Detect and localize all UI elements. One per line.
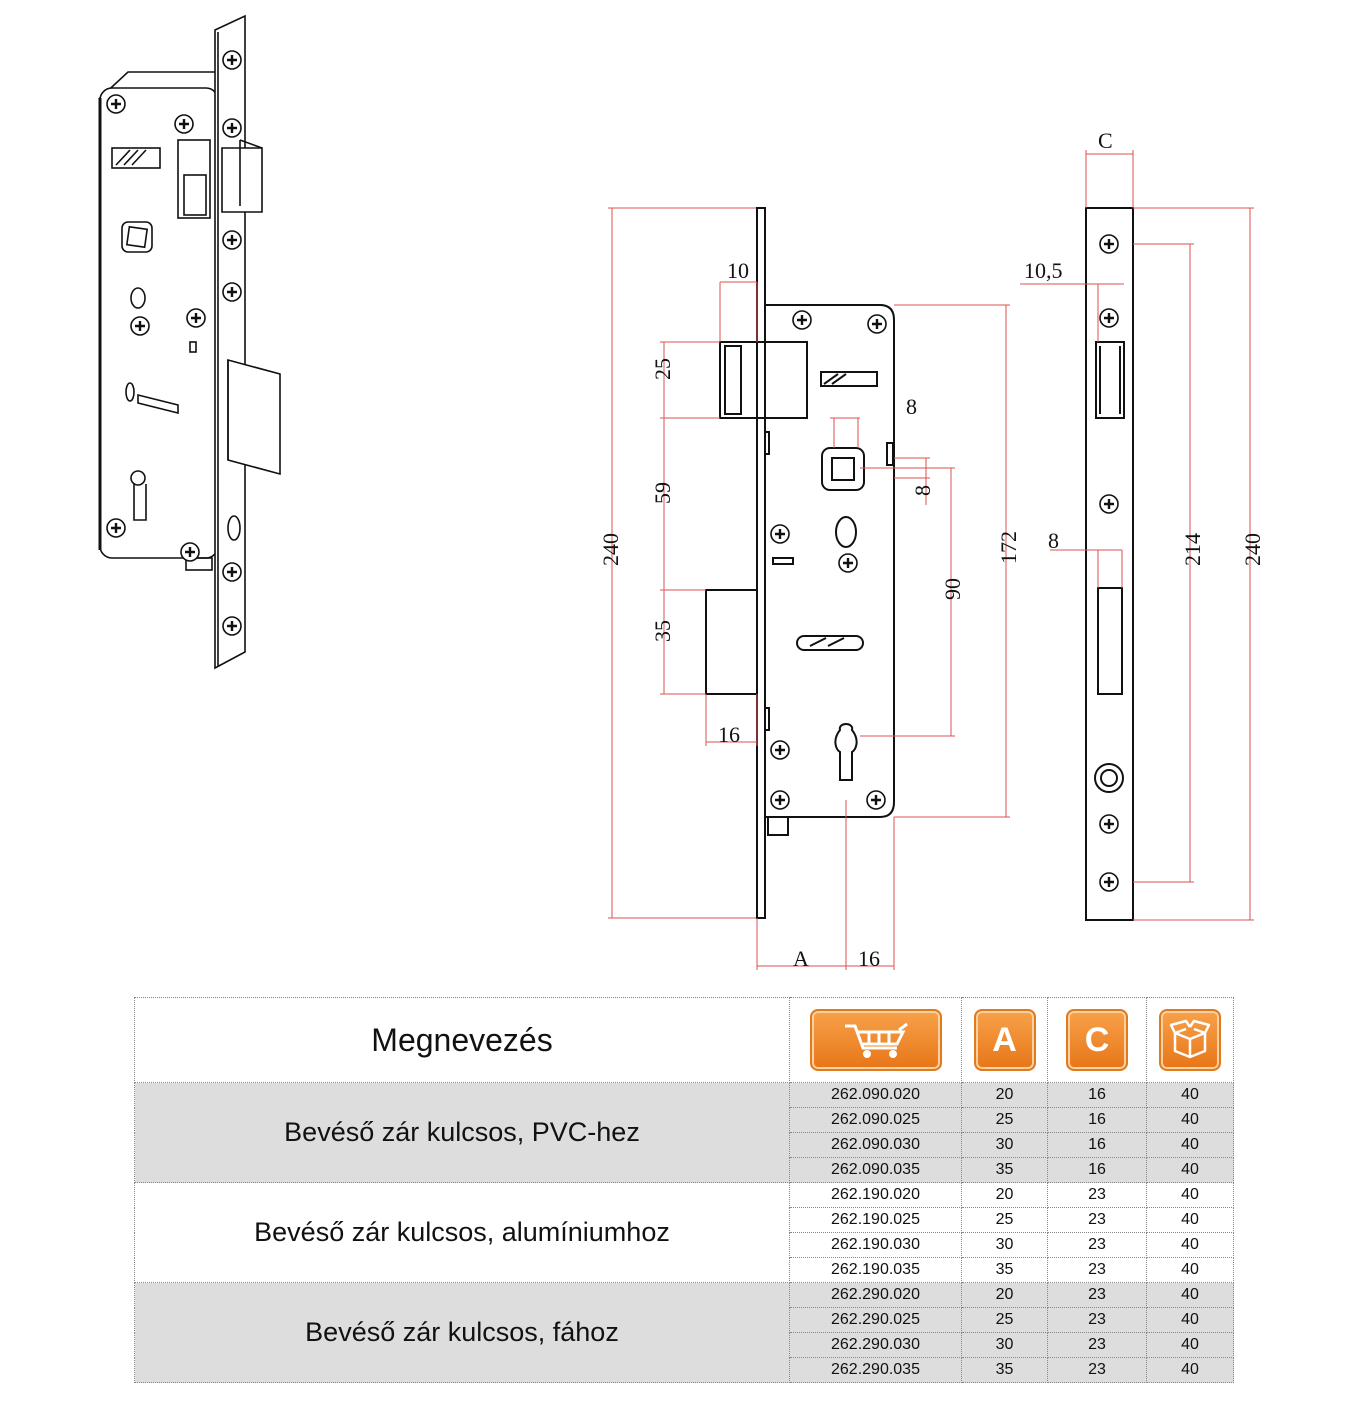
cell-code: 262.090.020 — [789, 1082, 962, 1108]
table-row: 262.090.025 25 16 40 — [135, 1107, 1234, 1133]
cell-a: 20 — [961, 1182, 1048, 1208]
shopping-cart-icon — [809, 1009, 942, 1071]
cell-qty: 40 — [1146, 1132, 1234, 1158]
isometric-lock-view — [97, 14, 281, 670]
front-dimension-labels: 10 25 59 35 16 240 8 8 90 172 A 16 — [598, 258, 1021, 971]
cell-code: 262.190.035 — [789, 1257, 962, 1283]
cell-qty: 40 — [1146, 1282, 1234, 1308]
cell-c: 23 — [1047, 1232, 1147, 1258]
cell-c: 16 — [1047, 1107, 1147, 1133]
side-dimension-lines — [1020, 150, 1254, 921]
cell-a: 30 — [961, 1332, 1048, 1358]
cell-code: 262.290.035 — [789, 1357, 962, 1383]
cell-code: 262.190.025 — [789, 1207, 962, 1233]
svg-text:172: 172 — [996, 531, 1021, 564]
svg-text:10: 10 — [727, 258, 749, 283]
cell-qty: 40 — [1146, 1257, 1234, 1283]
cell-c: 16 — [1047, 1082, 1147, 1108]
side-dimension-labels: C 10,5 8 214 240 — [1024, 128, 1265, 566]
svg-text:59: 59 — [650, 482, 675, 504]
cell-a: 30 — [961, 1132, 1048, 1158]
cell-c: 23 — [1047, 1357, 1147, 1383]
table-row: 262.090.030 30 16 40 — [135, 1132, 1234, 1158]
cell-c: 16 — [1047, 1132, 1147, 1158]
cell-c: 23 — [1047, 1307, 1147, 1333]
cell-a: 30 — [961, 1232, 1048, 1258]
cell-code: 262.290.025 — [789, 1307, 962, 1333]
product-table: Megnevezés A — [134, 997, 1234, 1383]
box-icon — [1159, 1009, 1221, 1071]
svg-text:25: 25 — [650, 358, 675, 380]
cell-code: 262.290.020 — [789, 1282, 962, 1308]
header-a-badge: A — [973, 1009, 1036, 1071]
cell-qty: 40 — [1146, 1107, 1234, 1133]
technical-drawing: 10 25 59 35 16 240 8 8 90 172 A 16 C 10,… — [97, 14, 1265, 971]
svg-text:8: 8 — [1048, 528, 1059, 553]
svg-text:16: 16 — [718, 722, 740, 747]
svg-text:90: 90 — [940, 578, 965, 600]
header-c-badge: C — [1066, 1009, 1128, 1071]
table-row: Bevéső zár kulcsos, alumíniumhoz 262.190… — [134, 1182, 1234, 1283]
table-row: 262.190.035 35 23 40 — [135, 1257, 1234, 1283]
svg-text:8: 8 — [910, 485, 935, 496]
cell-qty: 40 — [1146, 1357, 1234, 1383]
svg-text:8: 8 — [906, 394, 917, 419]
header-qty — [1146, 997, 1234, 1083]
cell-code: 262.090.025 — [789, 1107, 962, 1133]
table-row: Bevéső zár kulcsos, fához 262.290.020 20… — [134, 1282, 1234, 1383]
group-name: Bevéső zár kulcsos, PVC-hez — [134, 1082, 790, 1183]
cell-a: 20 — [961, 1082, 1048, 1108]
front-lock-view — [705, 207, 895, 919]
table-header-row: Megnevezés A — [134, 997, 1234, 1083]
cell-c: 23 — [1047, 1182, 1147, 1208]
table-row: 262.290.030 30 23 40 — [135, 1332, 1234, 1358]
cell-qty: 40 — [1146, 1207, 1234, 1233]
header-code — [789, 997, 962, 1083]
cell-a: 25 — [961, 1207, 1048, 1233]
cell-a: 20 — [961, 1282, 1048, 1308]
cell-a: 25 — [961, 1307, 1048, 1333]
svg-text:35: 35 — [650, 620, 675, 642]
svg-text:240: 240 — [598, 533, 623, 566]
cell-code: 262.090.035 — [789, 1157, 962, 1183]
table-row: 262.190.025 25 23 40 — [135, 1207, 1234, 1233]
group-name: Bevéső zár kulcsos, alumíniumhoz — [134, 1182, 790, 1283]
front-dimension-lines — [608, 207, 1010, 970]
header-name: Megnevezés — [134, 997, 790, 1083]
cell-c: 23 — [1047, 1332, 1147, 1358]
cell-code: 262.190.020 — [789, 1182, 962, 1208]
cell-c: 23 — [1047, 1257, 1147, 1283]
svg-text:214: 214 — [1180, 533, 1205, 566]
svg-text:A: A — [793, 946, 809, 971]
cell-a: 35 — [961, 1257, 1048, 1283]
table-row: Bevéső zár kulcsos, PVC-hez 262.090.020 … — [134, 1082, 1234, 1183]
cell-code: 262.090.030 — [789, 1132, 962, 1158]
cell-code: 262.290.030 — [789, 1332, 962, 1358]
cell-c: 23 — [1047, 1282, 1147, 1308]
cell-code: 262.190.030 — [789, 1232, 962, 1258]
cell-a: 35 — [961, 1357, 1048, 1383]
table-row: 262.090.035 35 16 40 — [135, 1157, 1234, 1183]
cell-a: 35 — [961, 1157, 1048, 1183]
cell-qty: 40 — [1146, 1182, 1234, 1208]
cell-qty: 40 — [1146, 1082, 1234, 1108]
header-c: C — [1047, 997, 1147, 1083]
cell-qty: 40 — [1146, 1232, 1234, 1258]
header-a: A — [961, 997, 1048, 1083]
cell-qty: 40 — [1146, 1307, 1234, 1333]
svg-text:16: 16 — [858, 946, 880, 971]
svg-text:10,5: 10,5 — [1024, 258, 1063, 283]
svg-text:C: C — [1098, 128, 1113, 153]
cell-c: 23 — [1047, 1207, 1147, 1233]
cell-qty: 40 — [1146, 1332, 1234, 1358]
cell-c: 16 — [1047, 1157, 1147, 1183]
cell-a: 25 — [961, 1107, 1048, 1133]
cell-qty: 40 — [1146, 1157, 1234, 1183]
svg-text:240: 240 — [1240, 533, 1265, 566]
group-name: Bevéső zár kulcsos, fához — [134, 1282, 790, 1383]
table-row: 262.290.025 25 23 40 — [135, 1307, 1234, 1333]
table-row: 262.290.035 35 23 40 — [135, 1357, 1234, 1383]
